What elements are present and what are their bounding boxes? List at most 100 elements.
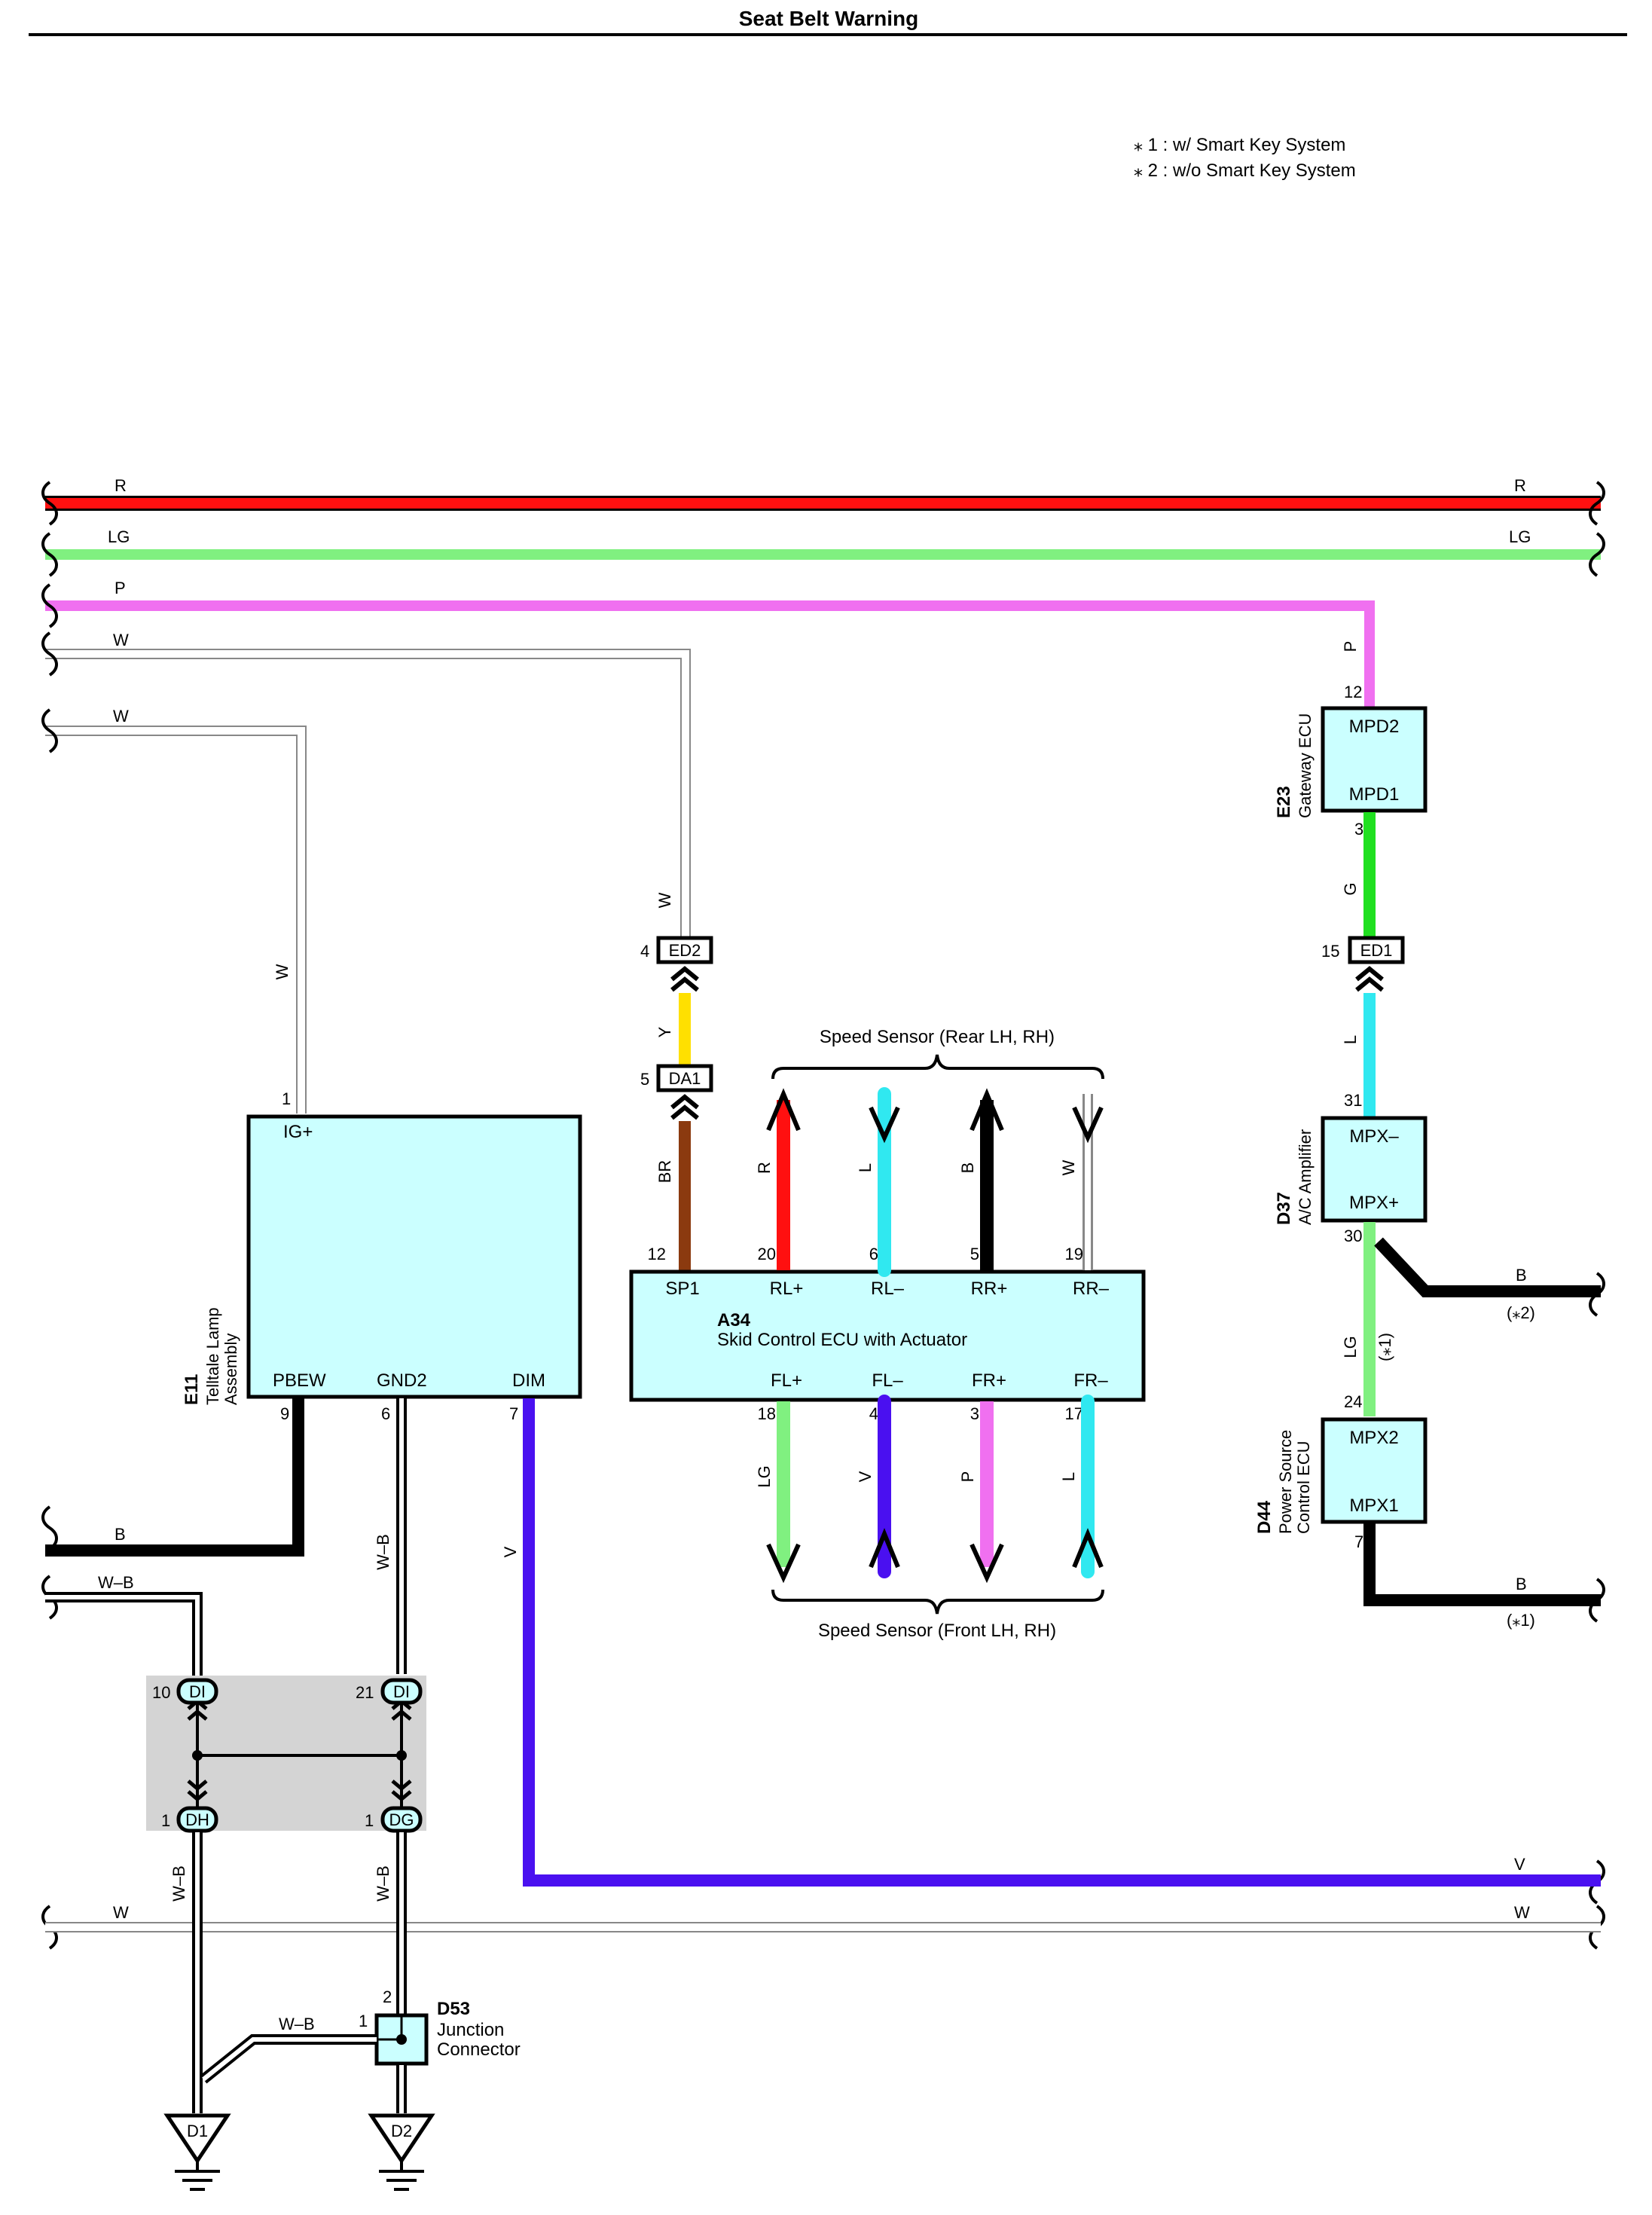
svg-text:RR–: RR– (1073, 1279, 1110, 1299)
a34-top-pins: SP1 RL+ RL– RR+ RR– 12 20 6 5 19 (648, 1245, 1110, 1299)
d44-name-2: Control ECU (1294, 1441, 1313, 1534)
note-1: ⁎ 1 : w/ Smart Key System (1134, 135, 1345, 155)
svg-text:4: 4 (869, 1404, 878, 1423)
e23-code: E23 (1274, 786, 1294, 818)
svg-text:DG: DG (389, 1810, 414, 1829)
wire-break-marks-left (41, 481, 58, 1950)
e11-pin-gnd2-num: 6 (381, 1404, 390, 1423)
d44-pin-top: MPX2 (1349, 1428, 1398, 1448)
front-sensor-brace (771, 1589, 1104, 1615)
d44-pin-top-num: 24 (1344, 1392, 1362, 1411)
front-sensor-label: Speed Sensor (Front LH, RH) (818, 1621, 1056, 1641)
connector-dh (176, 1806, 218, 1833)
wire-label-b-rear: B (958, 1162, 977, 1174)
bus-lg-label-left: LG (108, 527, 130, 546)
d44-pin-bottom: MPX1 (1349, 1496, 1398, 1516)
bus-w-bottom-label-left: W (113, 1903, 129, 1922)
wire-label-w-ed2: W (655, 892, 674, 908)
svg-text:FL+: FL+ (771, 1370, 802, 1391)
wire-label-lg-front: LG (755, 1465, 774, 1487)
connector-da1 (656, 1064, 713, 1092)
wire-label-l-d37: L (1341, 1035, 1360, 1044)
wire-v-dim (523, 1398, 1601, 1887)
wire-label-br: BR (655, 1160, 674, 1184)
svg-text:RL–: RL– (871, 1279, 905, 1299)
svg-text:DI: DI (393, 1682, 410, 1701)
svg-text:6: 6 (869, 1245, 878, 1263)
connector-di-right-pin: 21 (356, 1683, 374, 1702)
d37-pin-top-num: 31 (1344, 1091, 1362, 1110)
ground-d1: D1 (163, 2113, 231, 2191)
d37-code: D37 (1274, 1192, 1294, 1225)
d37-ac-amplifier-box (1321, 1116, 1428, 1223)
e23-gateway-ecu-box (1321, 706, 1428, 813)
d44-pin-bottom-num: 7 (1354, 1532, 1363, 1551)
connector-ed2-pin: 4 (640, 942, 649, 961)
bus-w-top1 (45, 649, 691, 938)
bus-r-label-left: R (115, 476, 127, 495)
e11-pin-pbew-num: 9 (280, 1404, 289, 1423)
d37-name: A/C Amplifier (1296, 1129, 1315, 1225)
wire-wb-top-left (45, 1592, 203, 1680)
bus-r-label-right: R (1514, 476, 1526, 495)
connector-ed2 (656, 936, 713, 964)
bus-w-top2 (45, 726, 307, 1114)
wire-label-wb-d53: W–B (279, 2015, 315, 2033)
connector-ed1-pin: 15 (1321, 942, 1339, 961)
svg-text:3: 3 (970, 1404, 979, 1423)
wire-label-v-dim: V (501, 1546, 520, 1557)
wire-label-y: Y (655, 1026, 674, 1037)
bus-w-top2-label: W (113, 707, 129, 726)
svg-text:12: 12 (648, 1245, 666, 1263)
e23-pin-bottom-num: 3 (1354, 820, 1363, 839)
ground-d2: D2 (368, 2113, 435, 2191)
diagram-title: Seat Belt Warning (739, 7, 919, 30)
connector-di-left-pin: 10 (152, 1683, 170, 1702)
wire-label-p-e23: P (1341, 641, 1360, 652)
e11-name-1: Telltale Lamp (203, 1307, 222, 1405)
wire-label-b-d37: B (1516, 1266, 1527, 1285)
e11-telltale-lamp-box (246, 1114, 582, 1399)
svg-text:D2: D2 (391, 2122, 412, 2140)
connector-di-left (176, 1678, 218, 1705)
bus-lg-label-right: LG (1509, 527, 1531, 546)
d53-name-2: Connector (437, 2039, 521, 2060)
d37-pin-bottom-num: 30 (1344, 1227, 1362, 1245)
a34-name: Skid Control ECU with Actuator (717, 1330, 967, 1350)
bus-p-label: P (115, 579, 126, 597)
svg-text:17: 17 (1065, 1404, 1083, 1423)
d44-name-1: Power Source (1276, 1430, 1295, 1534)
wire-label-l-rear: L (856, 1163, 875, 1172)
e11-pin-gnd2: GND2 (377, 1370, 427, 1391)
d37-pin-bottom: MPX+ (1349, 1193, 1399, 1213)
wire-b-d37 (1374, 1237, 1601, 1297)
d53-code: D53 (437, 1999, 470, 2019)
svg-text:ED1: ED1 (1360, 941, 1393, 960)
svg-text:20: 20 (758, 1245, 776, 1263)
a34-bottom-pins: FL+ FL– FR+ FR– 18 4 3 17 (758, 1370, 1109, 1423)
e11-pin-dim-num: 7 (509, 1404, 518, 1423)
d37-pin-top: MPX– (1349, 1126, 1399, 1147)
svg-text:18: 18 (758, 1404, 776, 1423)
a34-code: A34 (717, 1310, 751, 1331)
e11-code: E11 (182, 1374, 202, 1405)
svg-text:SP1: SP1 (665, 1279, 699, 1299)
d44-power-source-control-ecu-box (1321, 1417, 1428, 1524)
connector-da1-pin: 5 (640, 1070, 649, 1089)
connector-dh-pin: 1 (161, 1811, 170, 1830)
wire-break-marks-right (1589, 481, 1605, 1950)
svg-text:FR–: FR– (1073, 1370, 1108, 1391)
wire-label-note1: (⁎1) (1507, 1611, 1535, 1630)
e23-pin-top-num: 12 (1344, 683, 1362, 701)
wire-label-wb-dg: W–B (374, 1865, 392, 1902)
wire-label-note2: (⁎2) (1507, 1303, 1535, 1322)
wire-label-v-front: V (856, 1471, 875, 1482)
wire-label-w-e11: W (273, 964, 292, 979)
svg-text:5: 5 (970, 1245, 979, 1263)
e23-pin-top: MPD2 (1349, 716, 1400, 737)
svg-text:19: 19 (1065, 1245, 1083, 1263)
svg-text:ED2: ED2 (669, 941, 701, 960)
wire-label-l-front: L (1059, 1472, 1078, 1481)
connector-dg-pin: 1 (365, 1811, 374, 1830)
wire-label-r: R (755, 1162, 774, 1174)
